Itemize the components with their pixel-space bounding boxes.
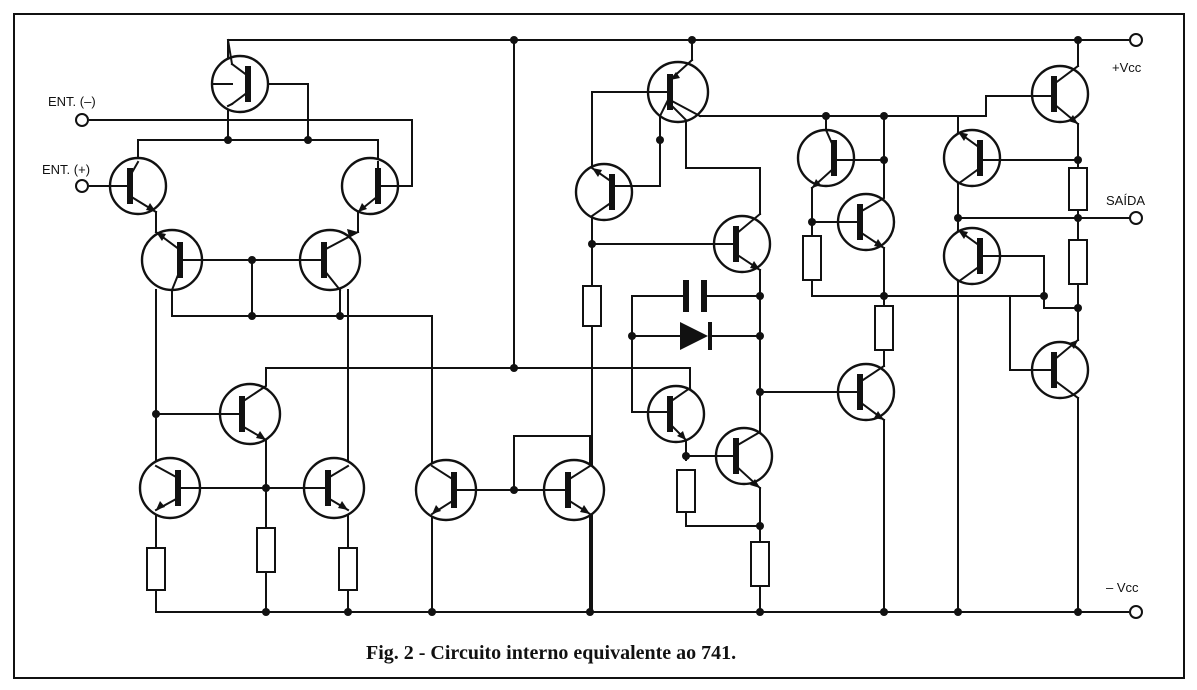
transistor-q19 (942, 128, 1002, 188)
capacitor (679, 280, 717, 312)
resistors (146, 167, 1088, 591)
transistor-q14 (646, 384, 706, 444)
transistor-q10 (529, 458, 606, 522)
transistor-q12 (574, 162, 634, 222)
label-vcc-minus: – Vcc (1106, 580, 1139, 595)
transistor-q18 (835, 362, 896, 422)
resistor-4 (582, 285, 602, 327)
supply-rails (155, 39, 1129, 613)
junction-dots (152, 36, 1082, 616)
transistor-q2 (108, 156, 168, 216)
transistor-q5 (289, 228, 362, 292)
resistor-10 (1068, 239, 1088, 285)
label-ent-plus: ENT. (+) (42, 162, 90, 177)
transistor-q6 (218, 367, 282, 446)
terminal-ent-plus (75, 179, 89, 193)
label-saida: SAÍDA (1106, 193, 1145, 208)
transistor-q8 (289, 456, 366, 520)
label-ent-minus: ENT. (–) (48, 94, 96, 109)
transistor-q4 (140, 228, 204, 292)
terminal-saida (1129, 211, 1143, 225)
resistor-2 (256, 527, 276, 573)
transistor-q9 (414, 458, 478, 522)
transistor-q1 (210, 38, 270, 114)
resistor-8 (874, 305, 894, 351)
transistor-q22 (1029, 338, 1090, 400)
transistor-q3 (340, 156, 400, 216)
resistor-9 (1068, 167, 1088, 211)
resistor-3 (338, 547, 358, 591)
diode (680, 322, 712, 350)
resistor-6 (750, 541, 770, 587)
resistor-7 (802, 235, 822, 281)
transistor-q17 (835, 159, 896, 252)
terminal-vcc-minus (1129, 605, 1143, 619)
terminal-ent-minus (75, 113, 89, 127)
figure-border (13, 13, 1185, 679)
transistor-q15 (714, 426, 774, 490)
resistor-5 (676, 469, 696, 513)
transistor-q13 (712, 212, 772, 274)
transistor-q21 (1030, 64, 1090, 126)
transistor-q11 (645, 58, 710, 124)
terminal-vcc-plus (1129, 33, 1143, 47)
label-vcc-plus: +Vcc (1112, 60, 1142, 75)
transistors (108, 38, 1090, 522)
terminals (75, 33, 1143, 619)
transistor-q16 (796, 128, 863, 190)
resistor-1 (146, 547, 166, 591)
transistor-q20 (942, 226, 1002, 286)
wiring (89, 39, 1133, 613)
transistor-q7 (138, 456, 202, 520)
figure-caption: Fig. 2 - Circuito interno equivalente ao… (366, 642, 736, 664)
